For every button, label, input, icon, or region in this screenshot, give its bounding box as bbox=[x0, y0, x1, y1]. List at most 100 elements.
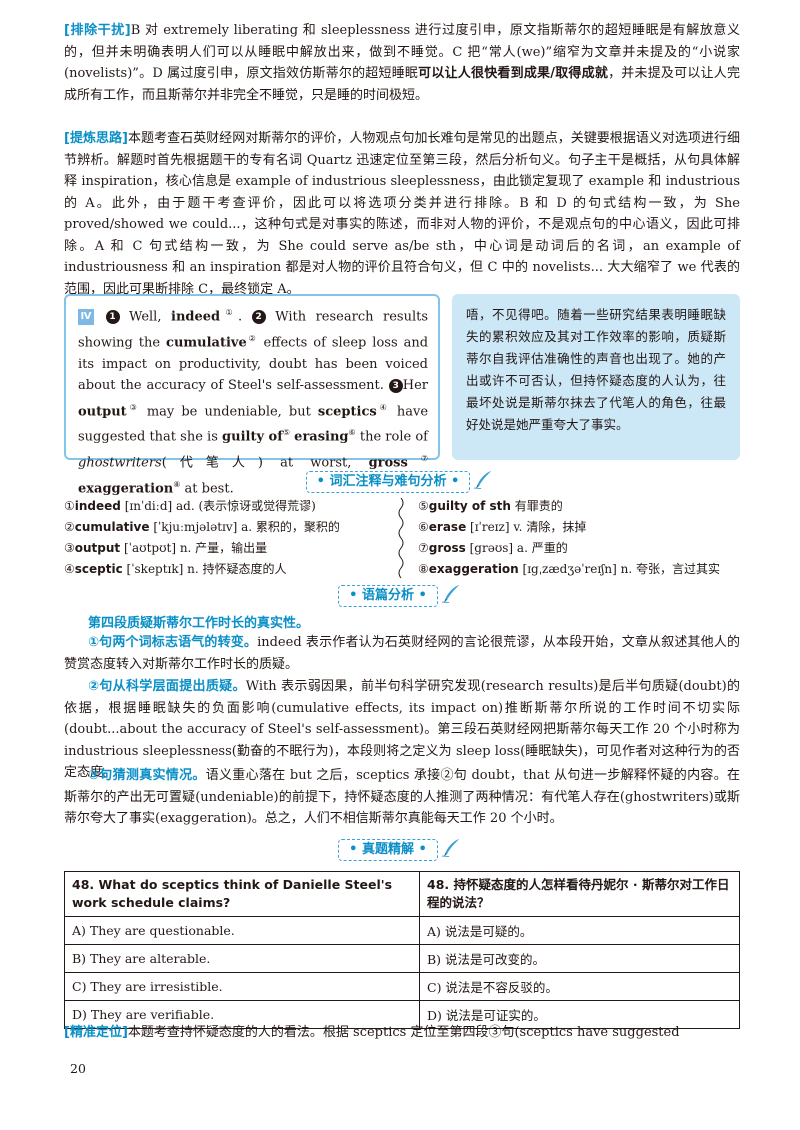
passage-s3m: at best. bbox=[184, 481, 234, 497]
discourse-p3-text: 语义重心落在 but 之后，sceptics 承接②句 doubt，that 从… bbox=[64, 768, 740, 826]
passage-s3k: gross bbox=[368, 455, 408, 471]
vocab-word: exaggeration bbox=[428, 562, 519, 576]
passage-s2b: cumulative bbox=[166, 335, 247, 351]
passage-s1b: indeed bbox=[171, 309, 221, 325]
vocab-num: ① bbox=[64, 499, 75, 513]
passage-s3l: exaggeration bbox=[78, 481, 174, 497]
vocab-def: [ɪgˌzædʒəˈreɪʃn] n. 夸张，言过其实 bbox=[518, 562, 721, 576]
vocab-def: [grəʊs] a. 严重的 bbox=[465, 541, 568, 555]
vocab-heading-label: • 词汇注释与难句分析 • bbox=[305, 470, 471, 493]
discourse-p1-text: indeed 表示作者认为石英财经网的言论很荒谬，从本段开始，文章从叙述其他人的… bbox=[64, 635, 740, 672]
option-en: C) They are irresistible. bbox=[64, 972, 420, 1001]
question-table: 48. What do sceptics think of Danielle S… bbox=[64, 871, 740, 1029]
discourse-paragraph-1: ①句两个词标志语气的转变。indeed 表示作者认为石英财经网的言论很荒谬，从本… bbox=[64, 632, 740, 675]
quill-pen-icon bbox=[441, 584, 460, 604]
passage-s2c: effects of sleep loss and its impact on … bbox=[78, 335, 429, 394]
para2-text: 本题考查石英财经网对斯蒂尔的评价，人物观点句加长难句是常见的出题点，关键要根据语… bbox=[64, 131, 740, 297]
translation-text: 唔，不见得吧。随着一些研究结果表明睡眠缺失的累积效应及其对工作效率的影响，质疑斯… bbox=[466, 307, 726, 432]
option-zh: A) 说法是可疑的。 bbox=[419, 916, 740, 945]
para-last-text: 本题考查持怀疑态度的人的看法。根据 sceptics 定位至第四段③句(scep… bbox=[127, 1025, 680, 1040]
discourse-heading-label: • 语篇分析 • bbox=[338, 584, 438, 607]
quill-pen-icon bbox=[474, 470, 492, 490]
passage-s3b: output bbox=[78, 403, 127, 419]
passage-s3c: may be undeniable, but bbox=[146, 403, 311, 419]
discourse-p2-lead: ②句从科学层面提出质疑。 bbox=[88, 679, 246, 694]
para1-bold: 可以让人很快看到成果/取得成就 bbox=[418, 66, 609, 81]
vocab-num: ⑤ bbox=[418, 499, 429, 513]
question-row: 48. What do sceptics think of Danielle S… bbox=[64, 871, 740, 917]
discourse-p2-text: With 表示弱因果，前半句科学研究发现(research results)是后… bbox=[64, 679, 740, 780]
vocab-item: ⑤guilty of sth 有罪责的 bbox=[418, 496, 748, 517]
option-row: B) They are alterable. B) 说法是可改变的。 bbox=[64, 944, 740, 973]
passage-s2a: With research results showing the bbox=[78, 309, 428, 351]
option-en: B) They are alterable. bbox=[64, 944, 420, 973]
passage-s3j: (代笔人) at worst, bbox=[161, 455, 352, 471]
vocab-section-heading: • 词汇注释与难句分析 • bbox=[0, 469, 800, 493]
option-en: A) They are questionable. bbox=[64, 916, 420, 945]
question-en: 48. What do sceptics think of Danielle S… bbox=[64, 871, 420, 917]
vocab-list-left: ①indeed [ɪnˈdiːd] ad. (表示惊讶或觉得荒谬) ②cumul… bbox=[64, 496, 384, 580]
discourse-p1-lead: ①句两个词标志语气的转变。 bbox=[88, 635, 258, 650]
translation-box: 唔，不见得吧。随着一些研究结果表明睡眠缺失的累积效应及其对工作效率的影响，质疑斯… bbox=[452, 294, 740, 460]
exclude-interference-tag: [排除干扰] bbox=[64, 23, 131, 38]
vocab-num: ④ bbox=[64, 562, 75, 576]
vocab-def: [ˈaʊtpʊt] n. 产量，输出量 bbox=[120, 541, 268, 555]
sentence-number-2: 2 bbox=[251, 309, 266, 324]
discourse-section-heading: • 语篇分析 • bbox=[0, 583, 800, 607]
passage-s3g: erasing bbox=[294, 429, 349, 445]
passage-s3f: guilty of bbox=[222, 429, 283, 445]
vocab-word: sceptic bbox=[74, 562, 123, 576]
passage-sup8: ⑧ bbox=[173, 480, 181, 490]
precise-locate-paragraph: [精准定位]本题考查持怀疑态度的人的看法。根据 sceptics 定位至第四段③… bbox=[64, 1022, 740, 1044]
vocab-word: cumulative bbox=[74, 520, 150, 534]
vocab-def: [ˈkjuːmjələtɪv] a. 累积的，聚积的 bbox=[149, 520, 340, 534]
page-number: 20 bbox=[70, 1061, 86, 1076]
vocab-word: erase bbox=[428, 520, 467, 534]
vocab-item: ⑦gross [grəʊs] a. 严重的 bbox=[418, 538, 748, 559]
option-row: C) They are irresistible. C) 说法是不容反驳的。 bbox=[64, 972, 740, 1001]
refine-approach-paragraph: [提炼思路]本题考查石英财经网对斯蒂尔的评价，人物观点句加长难句是常见的出题点，… bbox=[64, 128, 740, 300]
passage-sup6: ⑥ bbox=[348, 428, 356, 438]
passage-s3i: ghostwriters bbox=[78, 455, 162, 471]
passage-sup1: ① bbox=[220, 308, 239, 317]
option-zh: C) 说法是不容反驳的。 bbox=[419, 972, 740, 1001]
question-zh: 48. 持怀疑态度的人怎样看待丹妮尔 · 斯蒂尔对工作日程的说法？ bbox=[419, 871, 740, 917]
para1-text-b: ，并未提及可以让人完成所有工作，而且斯蒂尔并非完全不睡觉，只是睡的时间极短。 bbox=[64, 66, 740, 103]
option-en: D) They are verifiable. bbox=[64, 1000, 420, 1029]
passage-s3e: have suggested that she is bbox=[78, 403, 429, 445]
passage-s1a: Well, bbox=[129, 309, 162, 325]
passage-s3a: Her bbox=[402, 378, 429, 394]
passage-sup4: ④ bbox=[376, 402, 390, 412]
vocab-word: indeed bbox=[74, 499, 121, 513]
sentence-number-3: 3 bbox=[388, 378, 403, 393]
option-row: D) They are verifiable. D) 说法是可证实的。 bbox=[64, 1000, 740, 1029]
precise-locate-tag: [精准定位] bbox=[64, 1025, 128, 1040]
vocab-item: ④sceptic [ˈskeptɪk] n. 持怀疑态度的人 bbox=[64, 559, 384, 580]
paragraph-roman-badge: Ⅳ bbox=[78, 308, 94, 325]
discourse-p3-lead: ③句猜测真实情况。 bbox=[88, 768, 206, 783]
vocab-def: [ɪˈreɪz] v. 清除，抹掉 bbox=[466, 520, 587, 534]
passage-box: Ⅳ 1 Well, indeed①. 2 With research resul… bbox=[64, 294, 440, 496]
vocab-word: output bbox=[74, 541, 121, 555]
option-zh: D) 说法是可证实的。 bbox=[419, 1000, 740, 1029]
passage-s3h: the role of bbox=[359, 429, 428, 445]
refine-approach-tag: [提炼思路] bbox=[64, 131, 128, 146]
passage-sup7: ⑦ bbox=[407, 454, 428, 464]
option-zh: B) 说法是可改变的。 bbox=[419, 944, 740, 973]
vocab-num: ⑦ bbox=[418, 541, 429, 555]
vocab-item: ⑥erase [ɪˈreɪz] v. 清除，抹掉 bbox=[418, 517, 748, 538]
passage-sup3: ③ bbox=[126, 402, 140, 412]
option-row: A) They are questionable. A) 说法是可疑的。 bbox=[64, 916, 740, 945]
discourse-title: 第四段质疑斯蒂尔工作时长的真实性。 bbox=[88, 616, 310, 631]
vocab-word: guilty of sth bbox=[428, 499, 511, 513]
passage-sup2: ② bbox=[246, 333, 258, 343]
vocab-item: ⑧exaggeration [ɪgˌzædʒəˈreɪʃn] n. 夸张，言过其… bbox=[418, 559, 748, 580]
vocab-list-right: ⑤guilty of sth 有罪责的 ⑥erase [ɪˈreɪz] v. 清… bbox=[418, 496, 748, 580]
discourse-paragraph-3: ③句猜测真实情况。语义重心落在 but 之后，sceptics 承接②句 dou… bbox=[64, 765, 740, 830]
sentence-number-1: 1 bbox=[105, 309, 120, 324]
vocab-word: gross bbox=[428, 541, 466, 555]
quill-pen-icon bbox=[441, 838, 460, 858]
exam-section-heading: • 真题精解 • bbox=[0, 837, 800, 861]
vocab-def: [ɪnˈdiːd] ad. (表示惊讶或觉得荒谬) bbox=[120, 499, 316, 513]
